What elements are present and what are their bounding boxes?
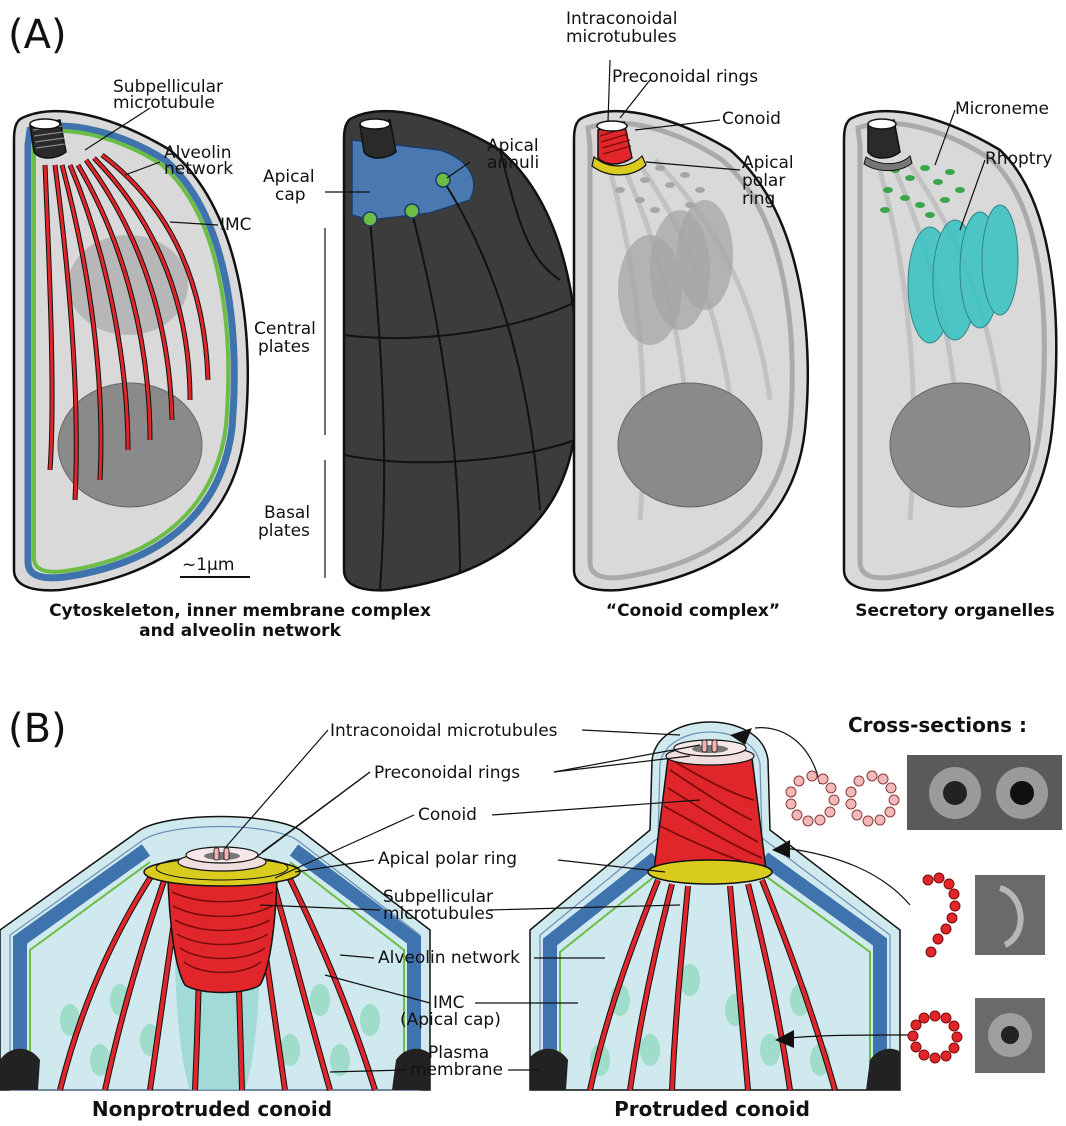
cell-secretory-organelles (844, 111, 1056, 590)
label-b-imc-2: (Apical cap) (400, 1010, 501, 1030)
caption-conoid-complex: “Conoid complex” (606, 601, 780, 621)
label-b-intraconoidal: Intraconoidal microtubules (330, 721, 558, 741)
label-apical-cap-2: cap (275, 185, 306, 205)
caption-secretory-organelles: Secretory organelles (855, 601, 1055, 621)
caption-protruded-conoid: Protruded conoid (614, 1097, 810, 1121)
label-b-spmt-2: microtubules (383, 904, 494, 924)
label-apical-annuli-2: annuli (487, 153, 539, 173)
caption-nonprotruded-conoid: Nonprotruded conoid (92, 1097, 332, 1121)
nonprotruded-conoid-diagram (0, 817, 436, 1091)
label-b-preconoidal: Preconoidal rings (374, 763, 520, 783)
label-b-apr: Apical polar ring (378, 849, 517, 869)
label-b-pm-2: membrane (410, 1060, 503, 1080)
label-b-alveolin: Alveolin network (378, 948, 520, 968)
cell-imc-plates (344, 111, 580, 590)
label-rhoptry: Rhoptry (985, 149, 1053, 169)
caption-cytoskeleton-line1: Cytoskeleton, inner membrane complex (49, 601, 431, 621)
label-apical-cap-1: Apical (263, 167, 315, 187)
cell-cytoskeleton (14, 111, 248, 590)
scale-bar-label: ~1µm (182, 555, 234, 575)
label-imc: IMC (220, 215, 252, 235)
label-intraconoidal-2: microtubules (566, 27, 677, 47)
label-b-conoid: Conoid (418, 805, 477, 825)
label-central-plates-2: plates (258, 337, 310, 357)
label-basal-plates-2: plates (258, 521, 310, 541)
label-alveolin-network-2: network (164, 159, 233, 179)
panel-b-label: (B) (8, 706, 67, 752)
label-basal-plates-1: Basal (264, 503, 310, 523)
label-microneme: Microneme (955, 99, 1049, 119)
label-conoid: Conoid (722, 109, 781, 129)
panel-a-label: (A) (8, 12, 67, 58)
label-cross-sections: Cross-sections : (848, 713, 1027, 737)
label-intraconoidal-1: Intraconoidal (566, 9, 677, 29)
label-central-plates-1: Central (254, 319, 316, 339)
label-preconoidal-rings: Preconoidal rings (612, 67, 758, 87)
label-apical-polar-ring-2: polar (742, 171, 785, 191)
label-subpellicular-microtubule-2: microtubule (113, 93, 215, 113)
label-apical-polar-ring-3: ring (742, 189, 775, 209)
label-apical-polar-ring-1: Apical (742, 153, 794, 173)
caption-cytoskeleton-line2: and alveolin network (139, 621, 341, 641)
protruded-conoid-diagram (524, 722, 908, 1090)
